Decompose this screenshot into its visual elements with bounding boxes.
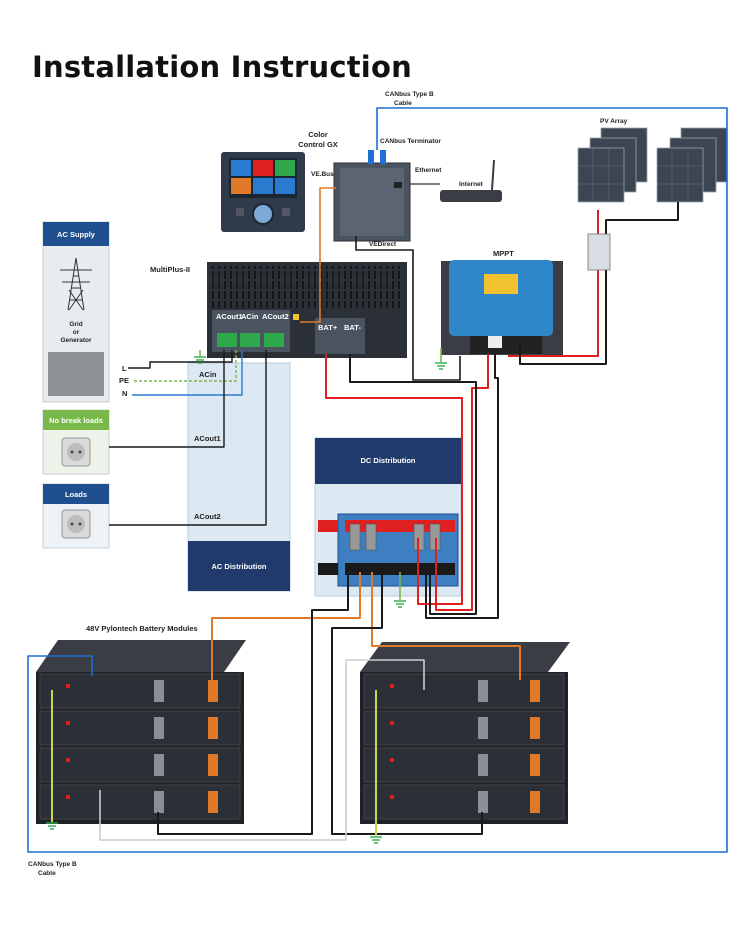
color-control-gx	[221, 152, 305, 232]
generator-label: Generator	[60, 337, 92, 344]
mp-acout2-label: ACout2	[262, 312, 289, 321]
acin-label: ACin	[199, 370, 217, 379]
vebus-label: VE.Bus	[311, 171, 334, 178]
battery-modules-label: 48V Pylontech Battery Modules	[86, 624, 198, 633]
internet-label: Internet	[459, 181, 484, 188]
no-break-loads-label: No break loads	[49, 416, 103, 425]
pe-label: PE	[119, 376, 129, 385]
mppt-label: MPPT	[493, 249, 514, 258]
page-title: Installation Instruction	[32, 50, 412, 84]
canbus-bottom-label-2: Cable	[38, 870, 56, 877]
canbus-bottom-label-1: CANbus Type B	[28, 861, 77, 868]
gx-device	[333, 150, 411, 242]
canbus-terminator-label: CANbus Terminator	[380, 138, 441, 145]
vedirect-label: VEDirect	[369, 241, 397, 248]
mp-acout1-label: ACout1	[216, 312, 243, 321]
ac-distribution-label: AC Distribution	[212, 562, 267, 571]
canbus-top-label-2: Cable	[394, 100, 412, 107]
mp-bat-plus-label: BAT+	[318, 323, 338, 332]
multiplus-label: MultiPlus-II	[150, 265, 190, 274]
ac-distribution-panel: AC Distribution ACin ACout1 ACout2	[187, 362, 291, 592]
ac-supply-panel: AC Supply Grid or Generator	[42, 221, 110, 403]
or-label: or	[73, 329, 80, 336]
solar-panel-icon	[577, 127, 728, 203]
ground-icon	[46, 356, 447, 844]
dc-distribution-label: DC Distribution	[361, 456, 416, 465]
loads-label: Loads	[65, 490, 87, 499]
acout1-label: ACout1	[194, 434, 221, 443]
canbus-top-label-1: CANbus Type B	[385, 91, 434, 98]
mp-acin-label: ACin	[241, 312, 259, 321]
loads-panel: Loads	[42, 483, 110, 549]
mppt-charger	[441, 260, 563, 355]
ethernet-label: Ethernet	[415, 167, 442, 174]
power-socket-icon	[61, 437, 91, 467]
wiring	[27, 107, 728, 853]
color-control-label-1: Color	[308, 130, 328, 139]
power-socket-icon	[61, 509, 91, 539]
color-control-label-2: Control GX	[298, 140, 338, 149]
ac-supply-label: AC Supply	[57, 230, 96, 239]
acout2-label: ACout2	[194, 512, 221, 521]
power-pylon-icon	[60, 257, 92, 311]
grid-label: Grid	[69, 321, 82, 328]
multiplus-inverter: ACout1 ACin ACout2 BAT+ BAT-	[207, 262, 407, 358]
dc-distribution-panel: DC Distribution	[314, 437, 462, 597]
n-label: N	[122, 389, 127, 398]
router-icon	[440, 159, 502, 202]
pv-array-label: PV Array	[600, 118, 628, 125]
pv-breaker	[587, 233, 611, 271]
battery-bank-left	[36, 640, 246, 824]
mp-bat-minus-label: BAT-	[344, 323, 361, 332]
no-break-loads-panel: No break loads	[42, 409, 110, 475]
l-label: L	[122, 364, 127, 373]
battery-bank-right	[360, 642, 570, 824]
